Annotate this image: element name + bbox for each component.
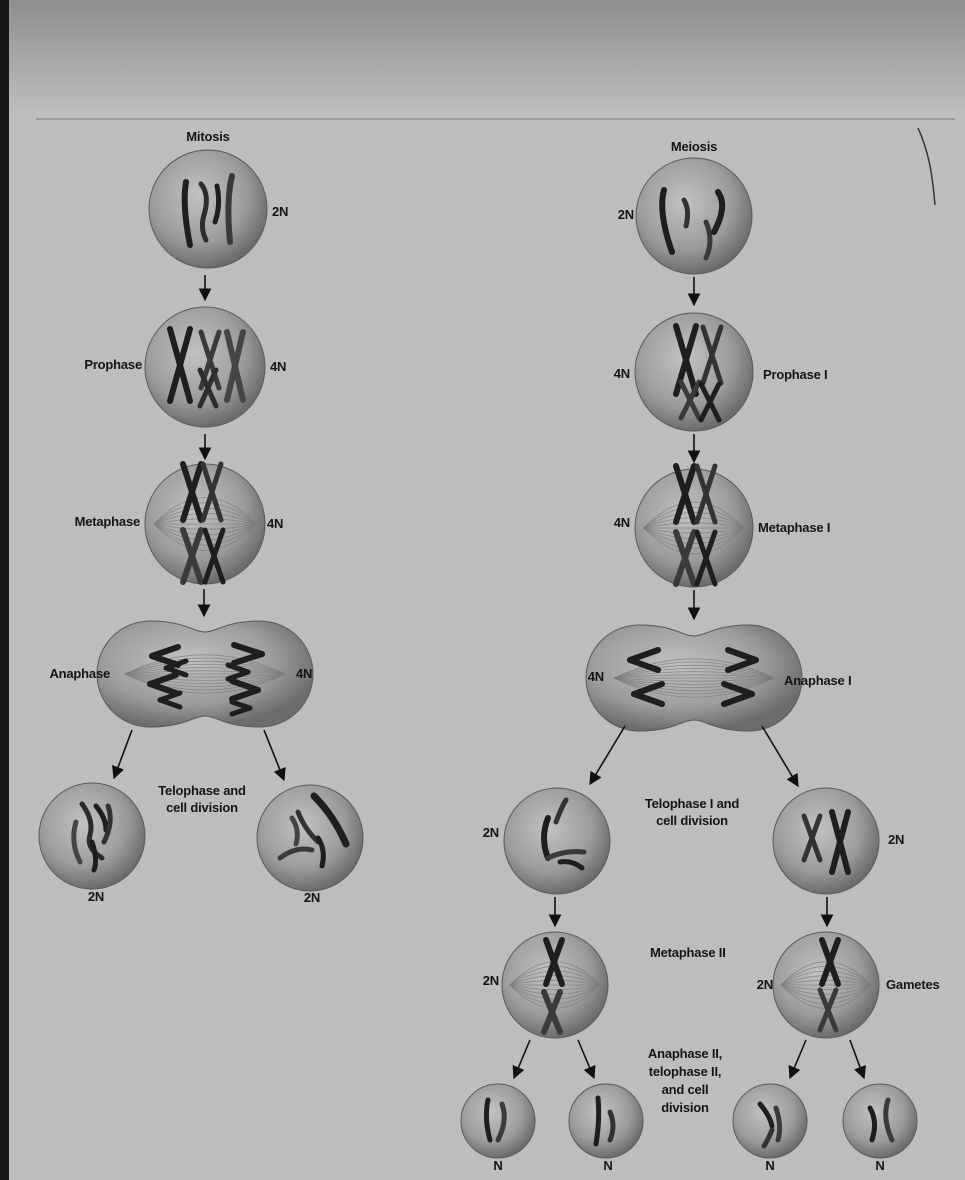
- mitosis-anaphase-ploidy: 4N: [296, 666, 312, 682]
- cell-membrane: [773, 788, 879, 894]
- anaphase2-line2: telophase II,: [649, 1064, 722, 1080]
- mitosis-title: Mitosis: [186, 129, 229, 145]
- meiosis-prophase1-label: Prophase I: [763, 367, 827, 383]
- mitosis-daughter-cell-2: [257, 785, 363, 891]
- gamete1-ploidy: N: [493, 1158, 502, 1174]
- meiosis-metaphase2-ploidy-left: 2N: [483, 973, 499, 989]
- top-shadow-band: [0, 0, 965, 118]
- left-dark-edge: [0, 0, 9, 1180]
- meiosis-metaphase2-cell-1: [502, 932, 608, 1038]
- meiosis-daughter-cell-2: [773, 788, 879, 894]
- meiosis-metaphase2-label: Metaphase II: [650, 945, 726, 961]
- mitosis-metaphase-label: Metaphase: [75, 514, 140, 530]
- meiosis-prophase1-ploidy: 4N: [614, 366, 630, 382]
- mitosis-daughter1-ploidy: 2N: [88, 889, 104, 905]
- mitosis-prophase-cell: [145, 307, 265, 427]
- mitosis-anaphase-label: Anaphase: [49, 666, 110, 682]
- meiosis-daughter1-ploidy: 2N: [483, 825, 499, 841]
- meiosis-cell-2n: [636, 158, 752, 274]
- gamete3-ploidy: N: [765, 1158, 774, 1174]
- meiosis-daughter-cell-1: [504, 788, 610, 894]
- mitosis-metaphase-cell: [145, 464, 265, 584]
- mitosis-cell-2n: [149, 150, 267, 268]
- anaphase2-line1: Anaphase II,: [648, 1046, 722, 1062]
- anaphase2-line3: and cell: [662, 1082, 709, 1098]
- mitosis-telophase-line2: cell division: [166, 800, 238, 816]
- cell-membrane: [636, 158, 752, 274]
- anaphase2-line4: division: [661, 1100, 709, 1116]
- meiosis-metaphase1-ploidy: 4N: [614, 515, 630, 531]
- meiosis-title: Meiosis: [671, 139, 717, 155]
- mitosis-metaphase-ploidy: 4N: [267, 516, 283, 532]
- mitosis-prophase-label: Prophase: [84, 357, 142, 373]
- cell-membrane: [569, 1084, 643, 1158]
- cell-membrane: [843, 1084, 917, 1158]
- mitosis-daughter2-ploidy: 2N: [304, 890, 320, 906]
- meiosis-daughter2-ploidy: 2N: [888, 832, 904, 848]
- gamete4-ploidy: N: [875, 1158, 884, 1174]
- gamete-cell-4: [843, 1084, 917, 1158]
- chromosome: [596, 1098, 599, 1144]
- gamete2-ploidy: N: [603, 1158, 612, 1174]
- mitosis-stage1-ploidy: 2N: [272, 204, 288, 220]
- gametes-label: Gametes: [886, 977, 940, 993]
- meiosis-metaphase1-label: Metaphase I: [758, 520, 830, 536]
- mitosis-telophase-line1: Telophase and: [158, 783, 245, 799]
- meiosis-anaphase1-ploidy: 4N: [588, 669, 604, 685]
- meiosis-metaphase2-cell-2: [773, 932, 879, 1038]
- cell-membrane: [461, 1084, 535, 1158]
- mitosis-anaphase-cell: [97, 621, 313, 727]
- meiosis-anaphase1-label: Anaphase I: [784, 673, 851, 689]
- gamete-cell-3: [733, 1084, 807, 1158]
- gamete-cell-1: [461, 1084, 535, 1158]
- meiosis-metaphase2-ploidy-right: 2N: [757, 977, 773, 993]
- gamete-cell-2: [569, 1084, 643, 1158]
- meiosis-telophase1-line1: Telophase I and: [645, 796, 739, 812]
- mitosis-daughter-cell-1: [39, 783, 145, 889]
- mitosis-prophase-ploidy: 4N: [270, 359, 286, 375]
- meiosis-telophase1-line2: cell division: [656, 813, 728, 829]
- cell-membrane: [504, 788, 610, 894]
- meiosis-anaphase1-cell: [586, 625, 802, 731]
- meiosis-stage1-ploidy: 2N: [618, 207, 634, 223]
- meiosis-prophase1-cell: [635, 313, 753, 431]
- cell-membrane: [145, 307, 265, 427]
